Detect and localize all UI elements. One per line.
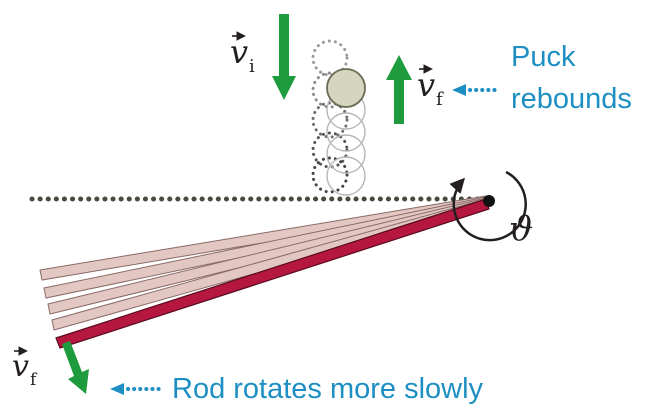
svg-text:f: f [30,370,38,390]
up-arrow-icon [386,55,412,124]
puck [326,68,366,108]
label-v-initial: v i [230,31,255,77]
label-theta: ϑ [509,209,533,249]
dotted-left-arrow-icon [452,84,466,96]
pivot-point [483,195,495,207]
svg-text:v: v [12,349,29,384]
puck-ghost-dotted-4 [311,131,349,169]
label-v-final-puck: v f [417,64,444,110]
rotation-arrow-icon [449,170,527,242]
dotted-left-arrow-icon [110,383,124,395]
svg-text:Rod rotates more slowly: Rod rotates more slowly [172,373,484,405]
puck-ghost-dotted-3 [311,101,349,139]
puck-ghost-dotted-5 [311,156,349,194]
rod-final [55,198,490,349]
label-v-final-rod: v f [12,346,38,390]
svg-text:rebounds: rebounds [511,83,632,115]
down-arrow-icon [272,14,296,100]
puck-ghost-2 [326,112,366,152]
rod-ghost-2 [43,196,489,299]
svg-text:v: v [417,66,435,104]
rod-note: Rod rotates more slowly [110,373,484,405]
puck-ghost-dotted-top [311,39,349,77]
rod-velocity-arrow-icon [62,341,89,394]
rod-ghost-3 [47,197,489,315]
rod-ghost-positions [39,195,489,331]
puck-ghost-3 [326,134,366,174]
svg-text:v: v [230,33,248,71]
svg-text:f: f [436,89,444,110]
svg-text:i: i [249,56,255,77]
puck-note: Puck rebounds [452,41,632,115]
puck-trail [311,39,349,194]
puck-ghost-4 [326,156,366,196]
svg-text:Puck: Puck [511,41,576,73]
